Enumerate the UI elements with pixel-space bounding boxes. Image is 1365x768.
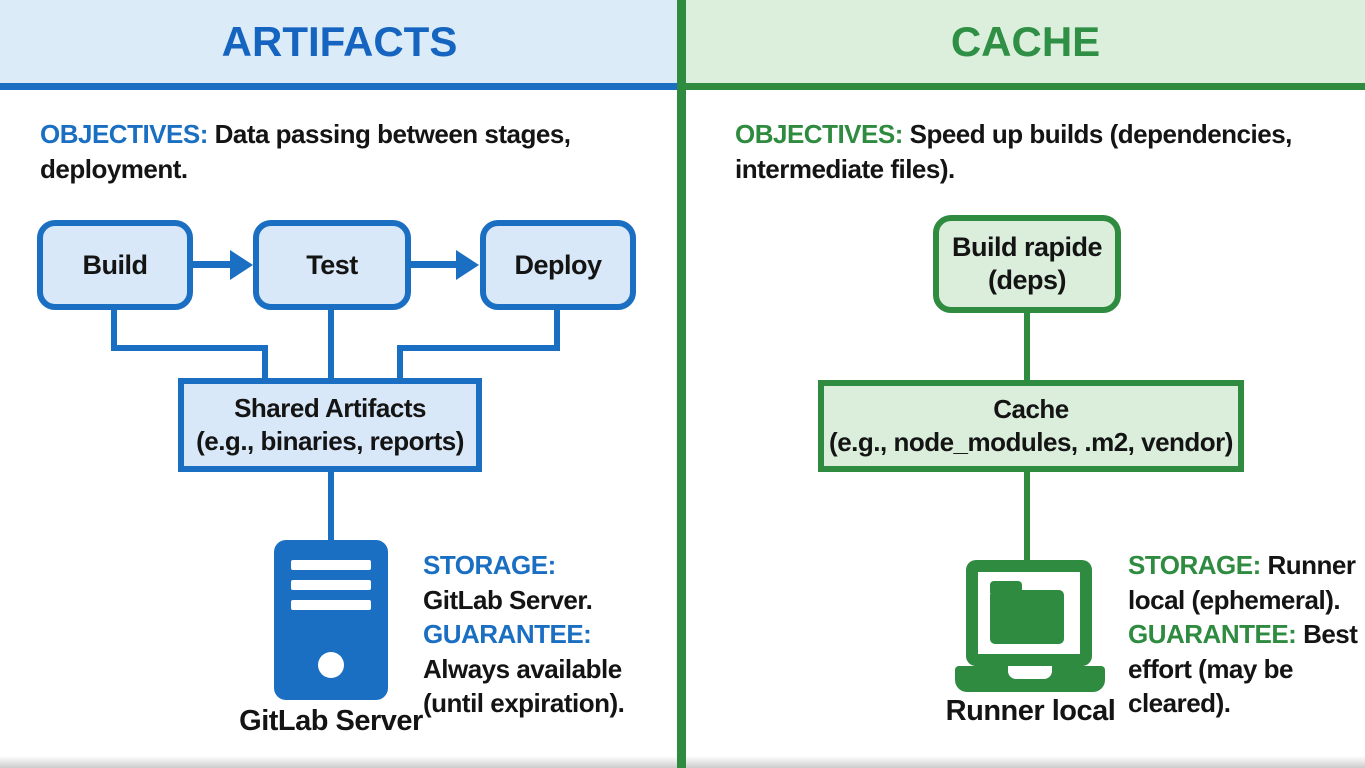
artifacts-objectives: OBJECTIVES: Data passing between stages,… [40,119,571,184]
test-stage-label: Test [306,249,358,280]
server-slot-icon [291,580,371,590]
connector-deploy-down [554,308,560,351]
cache-objectives: OBJECTIVES: Speed up builds (dependencie… [735,119,1292,184]
server-icon [274,540,388,700]
build-stage-label: Build [82,249,149,280]
connector-build-cache [1024,311,1030,382]
connector-build-down [111,308,117,351]
shared-artifacts-line1: Shared Artifacts [234,393,426,423]
server-slot-icon [291,560,371,570]
folder-icon [990,581,1064,644]
connector-build-horizontal [111,345,268,351]
cache-header: CACHE [686,0,1365,90]
arrow-test-deploy-head-icon [456,250,479,280]
connector-cache-runner [1024,470,1030,562]
connector-build-elbow-down [262,345,268,382]
deploy-stage-box: Deploy [480,220,636,310]
laptop-notch-icon [1008,666,1052,679]
server-slot-icon [291,600,371,610]
cache-line2: (e.g., node_modules, .m2, vendor) [829,427,1233,457]
connector-deploy-elbow-down [397,345,403,382]
deploy-stage-label: Deploy [514,249,602,280]
server-power-dot-icon [318,652,344,678]
arrow-test-deploy-line [410,261,458,268]
arrow-build-test-line [192,261,232,268]
gitlab-server-caption: GitLab Server [239,705,423,737]
artifacts-header: ARTIFACTS [0,0,679,90]
cache-title: CACHE [950,17,1101,65]
shared-artifacts-line2: (e.g., binaries, reports) [196,426,464,456]
build-rapide-box: Build rapide (deps) [933,215,1121,313]
connector-test-down [328,308,334,382]
connector-artifacts-server [328,468,334,542]
center-divider [677,0,686,768]
runner-local-caption: Runner local [945,695,1116,727]
cache-box: Cache (e.g., node_modules, .m2, vendor) [818,380,1244,472]
build-rapide-line1: Build rapide [951,232,1103,262]
shared-artifacts-box: Shared Artifacts (e.g., binaries, report… [178,378,482,472]
build-stage-box: Build [37,220,193,310]
artifacts-title: ARTIFACTS [221,17,458,65]
test-stage-box: Test [253,220,411,310]
artifacts-storage-info: STORAGE:GitLab Server.GUARANTEE:Always a… [423,550,625,719]
connector-deploy-horizontal [397,345,560,351]
build-rapide-line2: (deps) [988,265,1067,295]
cache-line1: Cache [993,394,1069,424]
arrow-build-test-head-icon [230,250,253,280]
